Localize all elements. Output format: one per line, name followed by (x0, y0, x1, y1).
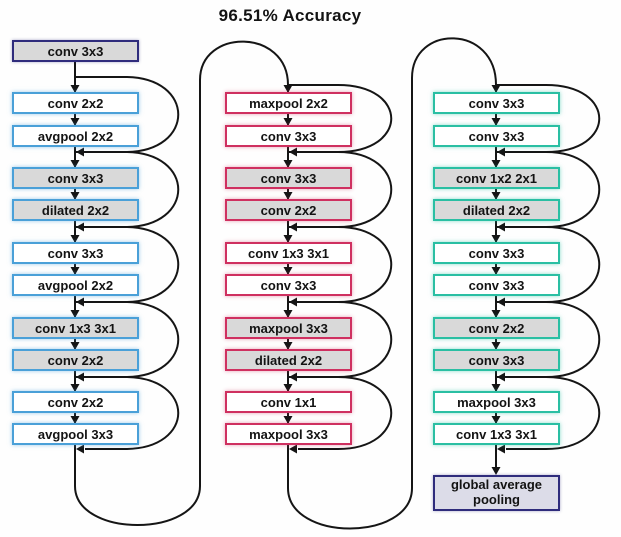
layer-box: conv 1x3 3x1 (433, 423, 560, 445)
layer-box: conv 2x2 (433, 317, 560, 339)
layer-box: dilated 2x2 (12, 199, 139, 221)
layer-box: conv 2x2 (12, 92, 139, 114)
layer-box: conv 2x2 (12, 391, 139, 413)
stem-layer-box: conv 3x3 (12, 40, 139, 62)
layer-box: maxpool 3x3 (225, 423, 352, 445)
layer-box: conv 1x2 2x1 (433, 167, 560, 189)
layer-box: conv 3x3 (433, 242, 560, 264)
layer-box: avgpool 3x3 (12, 423, 139, 445)
layer-box: conv 3x3 (12, 167, 139, 189)
layer-box: maxpool 2x2 (225, 92, 352, 114)
layer-box: conv 2x2 (12, 349, 139, 371)
layer-box: conv 3x3 (225, 167, 352, 189)
layer-box: maxpool 3x3 (433, 391, 560, 413)
layer-box: conv 1x1 (225, 391, 352, 413)
layer-box: conv 3x3 (433, 125, 560, 147)
accuracy-title: 96.51% Accuracy (218, 6, 362, 25)
layer-box: conv 3x3 (433, 92, 560, 114)
layer-box: maxpool 3x3 (225, 317, 352, 339)
layer-box: conv 3x3 (12, 242, 139, 264)
layer-box: conv 3x3 (225, 274, 352, 296)
layer-box: avgpool 2x2 (12, 125, 139, 147)
global-average-pooling-box: global average pooling (433, 475, 560, 511)
layer-box: conv 3x3 (433, 349, 560, 371)
layer-box: conv 1x3 3x1 (225, 242, 352, 264)
layer-box: conv 3x3 (225, 125, 352, 147)
layer-box: conv 3x3 (433, 274, 560, 296)
layer-box: avgpool 2x2 (12, 274, 139, 296)
layer-box: dilated 2x2 (433, 199, 560, 221)
layer-box: conv 1x3 3x1 (12, 317, 139, 339)
layer-box: conv 2x2 (225, 199, 352, 221)
layer-box: dilated 2x2 (225, 349, 352, 371)
